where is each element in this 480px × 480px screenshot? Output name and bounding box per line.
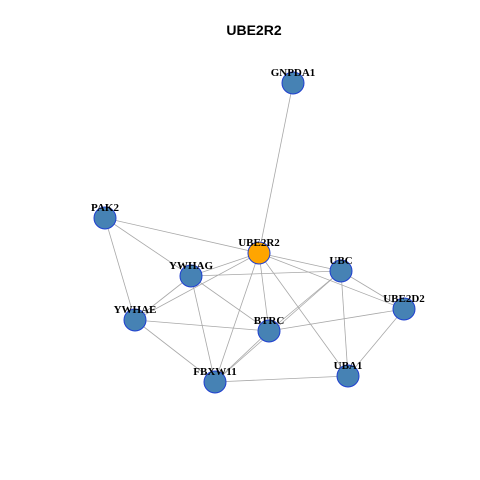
edge-ywhag-btrc	[190, 275, 270, 332]
edge-ubc-uba1	[340, 270, 349, 377]
edges-layer	[104, 82, 405, 383]
edge-ube2r2-ube2d2	[258, 252, 405, 310]
edge-ywhag-fbxw11	[190, 275, 216, 383]
edge-pak2-ywhae	[104, 217, 136, 321]
edge-ywhae-btrc	[134, 319, 270, 332]
node-circle-ywhae	[123, 308, 147, 332]
node-fbxw11: FBXW11	[193, 366, 237, 394]
node-circle-fbxw11	[203, 370, 227, 394]
node-label-ube2d2: UBE2D2	[383, 293, 425, 305]
edge-ywhag-ubc	[190, 270, 342, 277]
edge-ube2r2-ywhag	[190, 252, 260, 277]
node-label-ube2r2: UBE2R2	[238, 237, 280, 249]
edge-btrc-fbxw11	[214, 330, 270, 383]
node-label-ywhae: YWHAE	[114, 304, 157, 316]
edge-ube2r2-ubc	[258, 252, 342, 272]
node-label-btrc: BTRC	[254, 315, 285, 327]
node-pak2: PAK2	[91, 202, 119, 230]
edge-pak2-ube2r2	[104, 217, 260, 254]
node-circle-pak2	[93, 206, 117, 230]
edge-ube2r2-ywhae	[134, 252, 260, 321]
node-ube2r2: UBE2R2	[238, 237, 280, 265]
node-uba1: UBA1	[334, 360, 363, 388]
node-btrc: BTRC	[254, 315, 285, 343]
node-circle-ubc	[329, 259, 353, 283]
node-circle-ywhag	[179, 264, 203, 288]
node-label-gnpda1: GNPDA1	[271, 67, 316, 79]
node-circle-ube2d2	[392, 297, 416, 321]
edge-ywhae-fbxw11	[134, 319, 216, 383]
edge-ube2r2-btrc	[258, 252, 270, 332]
node-circle-gnpda1	[281, 71, 305, 95]
node-ywhae: YWHAE	[114, 304, 157, 332]
node-label-ywhag: YWHAG	[169, 260, 213, 272]
edge-ywhag-ywhae	[134, 275, 192, 321]
edge-pak2-ywhag	[104, 217, 192, 277]
node-label-pak2: PAK2	[91, 202, 119, 214]
edge-gnpda1-ube2r2	[258, 82, 294, 254]
node-label-ubc: UBC	[329, 255, 352, 267]
edge-ubc-ube2d2	[340, 270, 405, 310]
node-ubc: UBC	[329, 255, 353, 283]
node-circle-ube2r2	[247, 241, 271, 265]
node-ube2d2: UBE2D2	[383, 293, 425, 321]
node-gnpda1: GNPDA1	[271, 67, 316, 95]
edge-ube2d2-uba1	[347, 308, 405, 377]
node-circle-uba1	[336, 364, 360, 388]
node-ywhag: YWHAG	[169, 260, 213, 288]
edge-fbxw11-uba1	[214, 375, 349, 383]
node-label-uba1: UBA1	[334, 360, 363, 372]
edge-ubc-btrc	[268, 270, 342, 332]
edge-ube2r2-fbxw11	[214, 252, 260, 383]
node-circle-btrc	[257, 319, 281, 343]
diagram-title: UBE2R2	[226, 22, 281, 38]
node-label-fbxw11: FBXW11	[193, 366, 236, 378]
edge-ube2d2-btrc	[268, 308, 405, 332]
